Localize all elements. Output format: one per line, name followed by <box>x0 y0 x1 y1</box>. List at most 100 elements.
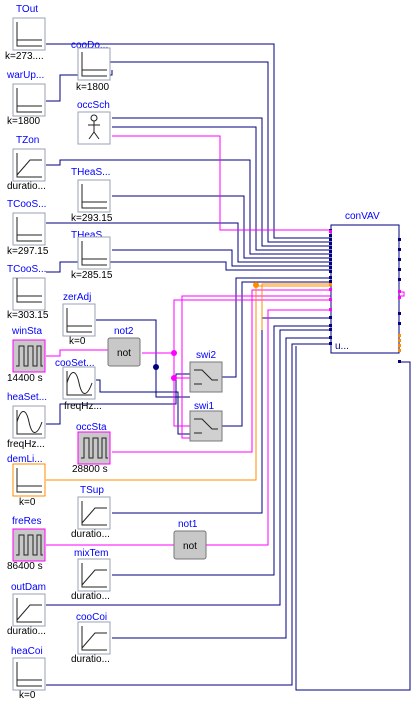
warup-param: k=1800 <box>7 116 41 127</box>
tcoos2-box <box>12 277 46 311</box>
winsta-box <box>12 339 46 373</box>
pulse-icon <box>16 345 43 367</box>
block-mixtem[interactable]: mixTem duratio... <box>71 548 111 602</box>
wire-occsch-1 <box>112 117 330 247</box>
theas2-label: THeaS... <box>71 230 110 241</box>
constant-icon <box>16 22 42 47</box>
zeradj-box <box>62 303 96 337</box>
block-occsch[interactable]: occSch <box>77 100 111 145</box>
wire-convav-int <box>261 283 330 330</box>
demli-label: demLi... <box>7 454 43 465</box>
outdam-box <box>12 593 46 627</box>
block-not1[interactable]: not1 not <box>173 519 207 560</box>
constant-icon <box>81 52 107 77</box>
occsta-param: 28800 s <box>72 464 108 475</box>
ramp-icon <box>16 153 42 178</box>
block-swi2[interactable]: swi2 <box>189 350 223 393</box>
convav-label: conVAV <box>345 211 380 222</box>
theas1-label: THeaS... <box>71 167 110 178</box>
convav-int-out-ports <box>398 334 401 352</box>
block-tout[interactable]: TOut k=273.... <box>5 4 46 62</box>
wire-heacoi <box>46 343 330 686</box>
theas1-box <box>77 179 111 213</box>
block-coocoi[interactable]: cooCoi duratio... <box>71 612 111 665</box>
block-convav[interactable]: conVAV u... <box>329 211 401 363</box>
constant-icon <box>16 88 42 113</box>
wire-winsta <box>46 349 108 357</box>
block-swi1[interactable]: swi1 <box>189 401 223 442</box>
pulse-icon <box>81 437 108 459</box>
swi1-box <box>189 410 223 442</box>
block-heaset[interactable]: heaSet... freqHz... <box>7 392 47 450</box>
heacoi-param: k=0 <box>19 690 36 701</box>
not2-label: not2 <box>114 326 134 337</box>
block-tcoos-2[interactable]: TCooS... k=303.15 <box>7 264 49 321</box>
mixtem-param: duratio... <box>71 591 110 602</box>
tsup-label: TSup <box>80 485 104 496</box>
block-demli[interactable]: demLi... k=0 <box>7 454 46 508</box>
occsta-label: occSta <box>76 422 107 433</box>
wire-tcoos2 <box>46 261 330 273</box>
block-occsta[interactable]: occSta 28800 s <box>72 422 111 475</box>
block-heacoi[interactable]: heaCoi k=0 <box>11 646 46 701</box>
zeradj-param: k=0 <box>69 336 86 347</box>
wire-occsch-bool <box>112 135 330 231</box>
block-coodo[interactable]: cooDo... k=1800 <box>71 40 111 93</box>
wire-swi2-out <box>222 277 330 378</box>
not1-box <box>173 530 207 560</box>
tcoos2-param: k=303.15 <box>7 310 49 321</box>
coodo-label: cooDo... <box>71 40 108 51</box>
block-winsta[interactable]: winSta 14400 s <box>7 326 46 384</box>
cooset-label: cooSet... <box>55 358 94 369</box>
wire-theas2 <box>112 249 330 267</box>
wire-not2-swi1 <box>173 378 190 427</box>
wire-convav-bool <box>181 291 405 439</box>
tcoos1-label: TCooS... <box>7 199 46 210</box>
wire-occsch-2 <box>112 126 330 251</box>
warup-label: warUp... <box>6 70 44 81</box>
coocoi-param: duratio... <box>71 654 110 665</box>
connection-wires <box>46 43 411 691</box>
tout-box <box>12 17 46 51</box>
occsta-box <box>77 431 111 465</box>
wire-outdam <box>46 329 330 606</box>
winsta-label: winSta <box>11 326 42 337</box>
mixtem-box <box>77 558 111 592</box>
block-cooset[interactable]: cooSet... freqHz... <box>55 358 102 412</box>
block-tsup[interactable]: TSup duratio... <box>71 485 111 540</box>
block-zeradj[interactable]: zerAdj k=0 <box>62 292 96 347</box>
wire-warup <box>46 70 113 102</box>
block-outdam[interactable]: outDam duratio... <box>7 582 46 637</box>
block-not2[interactable]: not2 not <box>107 326 141 367</box>
block-warup[interactable]: warUp... k=1800 <box>6 70 46 127</box>
convav-int-port <box>329 283 332 286</box>
wire-tcoos1 <box>46 222 330 263</box>
block-theas-1[interactable]: THeaS... k=293.15 <box>71 167 113 224</box>
coocoi-label: cooCoi <box>76 612 107 623</box>
coocoi-box <box>77 621 111 655</box>
tsup-box <box>77 496 111 530</box>
block-tcoos-1[interactable]: TCooS... k=297.15 <box>7 199 49 257</box>
ramp-icon <box>81 563 107 588</box>
wire-cooset <box>96 379 190 435</box>
freres-param: 86400 s <box>7 561 43 572</box>
convav-bool-ports <box>329 230 332 311</box>
wire-not1-out <box>206 309 330 546</box>
heacoi-label: heaCoi <box>11 646 43 657</box>
constant-icon <box>16 278 42 303</box>
constant-icon <box>16 662 42 687</box>
block-theas-2[interactable]: THeaS... k=285.15 <box>71 230 113 281</box>
block-tzon[interactable]: TZon duratio... <box>7 135 46 192</box>
freres-box <box>12 528 46 562</box>
junction-pink-2 <box>171 375 177 381</box>
warup-box <box>12 83 46 117</box>
switch-icon <box>194 369 218 385</box>
sine-icon <box>66 372 93 394</box>
wire-zeradj <box>96 319 190 398</box>
block-freres[interactable]: freRes 86400 s <box>7 516 46 572</box>
not2-text: not <box>117 348 131 359</box>
ramp-icon <box>81 626 107 651</box>
sine-icon <box>16 411 43 433</box>
constant-icon <box>81 184 107 209</box>
